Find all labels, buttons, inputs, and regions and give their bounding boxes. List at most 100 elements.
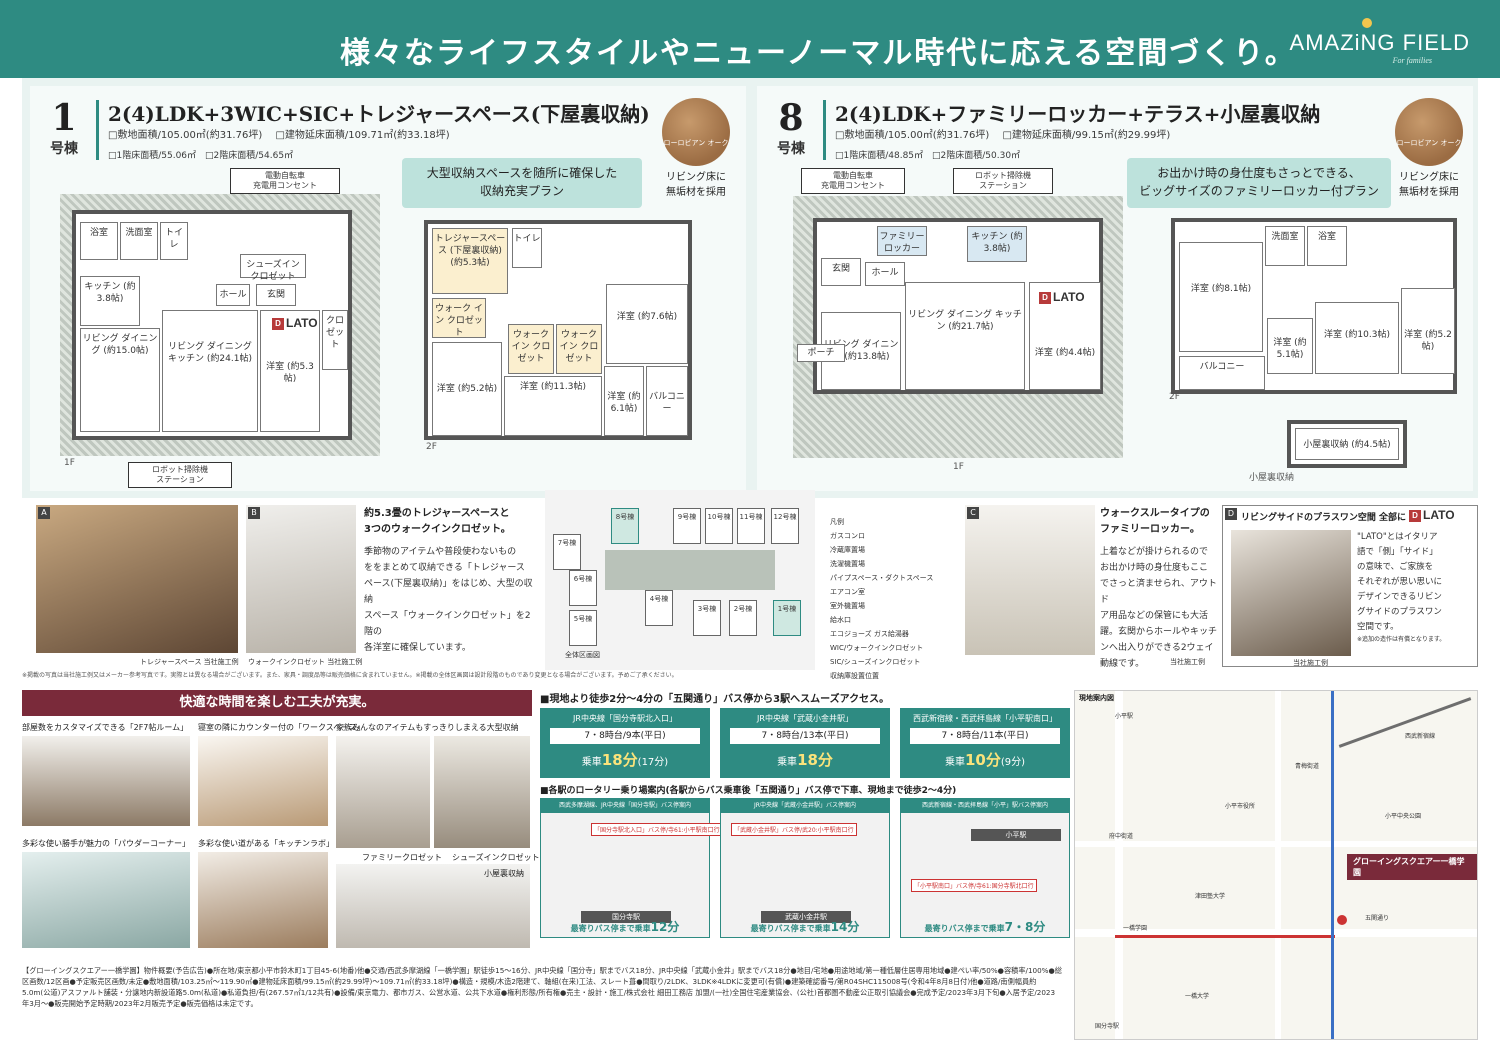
lato-mark: LATO <box>1039 290 1085 304</box>
room-western-3: 洋室 (約5.2帖) <box>1401 288 1455 374</box>
room-western: 洋室 (約5.3帖) <box>260 310 320 432</box>
photo-walk-in-closet <box>246 505 356 653</box>
ride-label: 乗車 <box>944 757 965 768</box>
plan-building-8: 8 号棟 2(4)LDK+ファミリーロッカー+テラス+小屋裏収納 □敷地面積/1… <box>757 86 1473 491</box>
area-map: 現地案内図 西武新宿線 小平駅 一橋学園 五関通り 小平市役所 津田塾大学 小平… <box>1074 690 1478 1040</box>
map-label: 津田塾大学 <box>1195 893 1226 900</box>
photo-attic-storage <box>336 864 530 948</box>
stop-frequency: 7・8時台/11本(平日) <box>910 728 1060 744</box>
legend-item: SIC/シューズインクロゼット <box>830 658 921 666</box>
tag-line: ロボット掃除機 <box>152 465 208 474</box>
room-wash: 洗面室 <box>120 222 158 260</box>
map-target-label: グローイングスクエアー一橋学園 <box>1347 854 1477 880</box>
text-body: ペース(下屋裏収納)」をはじめ、大型の収納 <box>364 579 533 605</box>
legend-item: 洗濯機置場 <box>830 560 865 568</box>
room-ldk: リビング ダイニング キッチン (約24.1帖) <box>162 310 258 432</box>
room-bath: 浴室 <box>80 222 118 260</box>
lot: 4号棟 <box>645 590 673 626</box>
text-body: "LATO"とはイタリア <box>1357 532 1438 542</box>
text-body: デザインできるリビン <box>1357 592 1442 602</box>
room-western-4: 洋室 (約6.1帖) <box>604 366 644 436</box>
callout-line: 収納充実プラン <box>479 184 564 198</box>
floor-label-2f: 2F <box>426 442 437 452</box>
room-family-locker: ファミリー ロッカー <box>877 226 927 256</box>
legend-item: 収納庫設置位置 <box>830 672 879 680</box>
callout-line: ビッグサイズのファミリーロッカー付プラン <box>1139 184 1379 198</box>
text-family-locker: ウォークスルータイプの ファミリーロッカー。 上着などが掛けられるので お出かけ… <box>1100 506 1220 672</box>
text-body: スペース「ウォークインクロゼット」を2階の <box>364 611 531 637</box>
feature-caption: 家族みんなのアイテムもすっきりしまえる大型収納 <box>336 723 519 732</box>
floor-label-1f: 1F <box>64 458 75 468</box>
text-body: お出かけ時の身仕度もここ <box>1100 563 1209 573</box>
lot: 11号棟 <box>737 508 765 544</box>
stop-ride: 乗車18分(17分) <box>540 749 710 770</box>
walk-label: 最寄りバス停まで乗車 <box>750 924 831 933</box>
plan-callout: 大型収納スペースを随所に確保した 収納充実プラン <box>402 158 642 208</box>
room-balcony: バルコニー <box>646 366 688 436</box>
ride-label: 乗車 <box>581 757 602 768</box>
features-heading: 快適な時間を楽しむ工夫が充実。 <box>22 690 532 716</box>
stop-ride: 乗車18分 <box>720 749 890 770</box>
lot: 12号棟 <box>771 508 799 544</box>
map-pin-icon <box>1337 915 1347 925</box>
wood-sample-image <box>1395 98 1463 166</box>
lato-mark: LATO <box>272 316 318 330</box>
room-wic-2: ウォーク イン クロゼット <box>508 324 554 374</box>
station-label: 国分寺駅 <box>581 911 671 923</box>
room-toilet: トイレ <box>512 228 542 268</box>
brand-sub: For families <box>1392 56 1432 65</box>
plan-building-1: 1 号棟 2(4)LDK+3WIC+SIC+トレジャースペース(下屋裏収納) □… <box>30 86 746 491</box>
bus-stop-label: 「武蔵小金井駅」バス停/武20:小平駅南口行 <box>731 823 857 836</box>
room-bath: 浴室 <box>1307 226 1347 266</box>
room-ldk: リビング ダイニング キッチン (約21.7帖) <box>905 282 1025 390</box>
divider <box>96 100 99 160</box>
lot: 2号棟 <box>729 600 757 636</box>
text-body: の意味で、ご家族を <box>1357 562 1434 572</box>
legend-item: ガスコンロ <box>830 532 865 540</box>
photo-caption: ウォークインクロゼット 当社施工例 <box>248 658 363 666</box>
floor-area: □建物延床面積/109.71㎡(約33.18坪) <box>275 130 450 141</box>
walk-time: 最寄りバス停まで乗車7・8分 <box>901 918 1069 935</box>
text-note: ※追加の造作は有償となります。 <box>1357 636 1446 643</box>
tag-line: 電動自転車 <box>265 171 305 180</box>
room-western-2: 洋室 (約10.3帖) <box>1315 302 1399 374</box>
map-label: 小平市役所 <box>1225 803 1256 810</box>
map-label: 西武新宿線 <box>1405 733 1436 740</box>
text-lead: 約5.3畳のトレジャースペースと <box>364 508 510 519</box>
legend-item: エアコン室 <box>830 588 865 596</box>
walk-minutes: 7・8分 <box>1004 920 1046 934</box>
text-storage: 約5.3畳のトレジャースペースと 3つのウォークインクロゼット。 季節物のアイテ… <box>364 506 536 656</box>
lato-heading: リビングサイドのプラスワン空間 全部に <box>1241 513 1406 523</box>
text-lead: 3つのウォークインクロゼット。 <box>364 524 511 535</box>
plan-callout: お出かけ時の身仕度もさっとできる、 ビッグサイズのファミリーロッカー付プラン <box>1127 158 1391 208</box>
text-body: ア用品などの保管にも大活 <box>1100 611 1209 621</box>
photo-treasure-space <box>36 505 238 653</box>
map-road <box>1115 691 1123 1039</box>
ride-minutes: 10分 <box>964 751 1001 769</box>
bus-stop-card: JR中央線「武蔵小金井駅」 7・8時台/13本(平日) 乗車18分 <box>720 708 890 778</box>
plans-section: 1 号棟 2(4)LDK+3WIC+SIC+トレジャースペース(下屋裏収納) □… <box>22 78 1478 498</box>
bike-charger-tag: 電動自転車 充電用コンセント <box>230 168 340 194</box>
feature-caption: 小屋裏収納 <box>484 869 524 878</box>
plan-floors: □1階床面積/48.85㎡ □2階床面積/50.30㎡ <box>835 151 1021 161</box>
brand-logo: AMAZiNG FIELD <box>1289 30 1470 55</box>
stop-frequency: 7・8時台/9本(平日) <box>550 728 700 744</box>
photo-letter-d: D <box>1225 508 1237 520</box>
legend-item: 室外機置場 <box>830 602 865 610</box>
legend-item: 給水口 <box>830 616 851 624</box>
map-label: 府中街道 <box>1109 833 1134 840</box>
photo-lato <box>1231 530 1351 656</box>
map-label: 国分寺駅 <box>1095 1023 1120 1030</box>
room-living: リビング ダイニング (約15.0帖) <box>80 328 160 432</box>
room-kitchen: キッチン (約3.8帖) <box>967 226 1027 262</box>
room-kitchen: キッチン (約3.8帖) <box>80 276 140 326</box>
lot: 9号棟 <box>673 508 701 544</box>
text-body: ををまとめて収納できる「トレジャース <box>364 563 525 573</box>
walk-label: 最寄りバス停まで乗車 <box>570 924 651 933</box>
lot-highlight: 1号棟 <box>773 600 801 636</box>
wood-caption-line: 無垢材を採用 <box>666 187 726 198</box>
wood-caption: リビング床に 無垢材を採用 <box>656 170 736 200</box>
tag-line: ステーション <box>156 475 204 484</box>
station-label: 武蔵小金井駅 <box>761 911 851 923</box>
map-label: 五関通り <box>1365 915 1390 922</box>
